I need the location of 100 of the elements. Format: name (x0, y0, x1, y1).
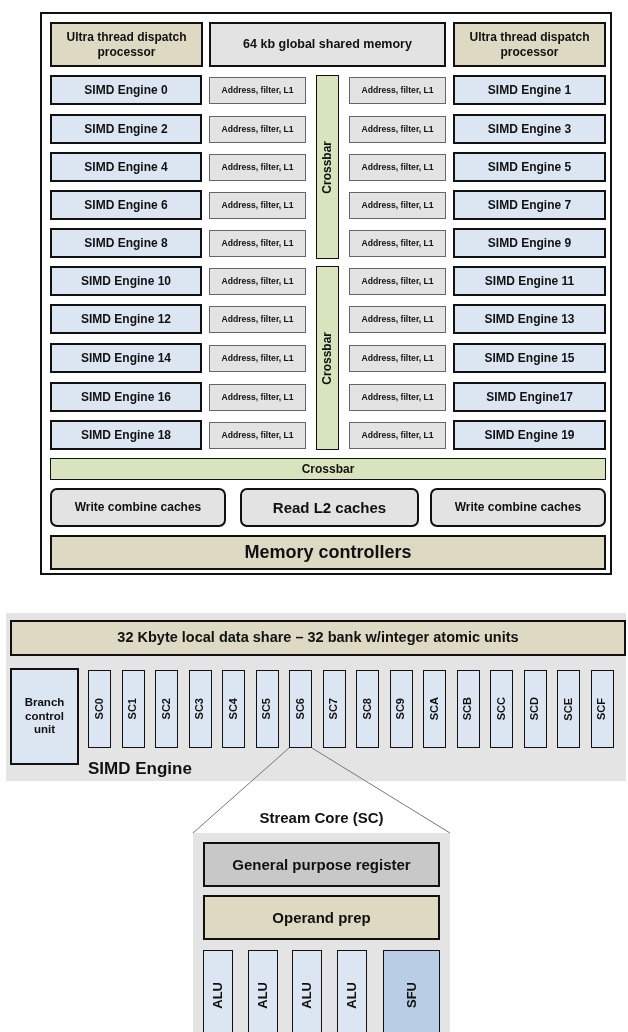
block-label: Address, filter, L1 (221, 162, 294, 173)
block-label: Ultra thread dispatch processor (65, 30, 188, 59)
address-filter-block (209, 77, 306, 104)
block-label: Address, filter, L1 (221, 392, 294, 403)
stream-core-block (490, 670, 513, 748)
address-filter-block (349, 154, 446, 181)
simd-engine-block (453, 304, 606, 334)
block-label: SCF (595, 698, 609, 720)
block-label: 32 Kbyte local data share – 32 bank w/integer atomic units (117, 629, 519, 647)
simd-engine-block (50, 190, 202, 220)
simd-engine-block (50, 75, 202, 105)
simd-engine-block (50, 343, 202, 373)
address-filter-block (349, 116, 446, 143)
address-filter-block (349, 306, 446, 333)
block-label: SC5 (260, 698, 274, 720)
block-label: SIMD Engine 8 (84, 235, 168, 251)
register-block (203, 842, 440, 887)
block-label: SIMD Engine 10 (81, 273, 171, 289)
block-label: SIMD Engine 1 (487, 82, 572, 98)
block-label: Address, filter, L1 (361, 200, 434, 211)
block-label: SC2 (159, 698, 173, 720)
block-label: SIMD Engine 18 (81, 427, 171, 443)
block-label: ALU (255, 981, 271, 1009)
block-label: Address, filter, L1 (221, 353, 294, 364)
block-label: Address, filter, L1 (361, 85, 434, 96)
block-label: SIMD Engine 0 (84, 82, 168, 98)
cache-block (50, 488, 226, 527)
stream-core-block (456, 670, 480, 748)
block-label: SIMD Engine 7 (487, 197, 572, 213)
block-label: SC0 (92, 698, 106, 720)
local-data-share-block (10, 620, 626, 656)
block-label: Address, filter, L1 (221, 314, 294, 325)
block-label: SIMD Engine 2 (84, 121, 168, 137)
panel-heading: SIMD Engine (88, 759, 192, 779)
block-label: Address, filter, L1 (361, 353, 434, 364)
zoom-line (192, 747, 290, 834)
block-label: Write combine caches (454, 500, 582, 515)
shared-memory-block (209, 22, 446, 67)
block-label: SC6 (293, 698, 307, 720)
block-label: Address, filter, L1 (221, 430, 294, 441)
block-label: Address, filter, L1 (221, 124, 294, 135)
block-label: 64 kb global shared memory (243, 37, 412, 52)
panel-heading: Stream Core (SC) (258, 809, 385, 826)
address-filter-block (209, 345, 306, 372)
stream-core-block (222, 670, 245, 748)
simd-engine-block (453, 343, 606, 373)
memory-controller-block (50, 535, 606, 570)
block-label: Address, filter, L1 (221, 200, 294, 211)
address-filter-block (209, 230, 306, 257)
address-filter-block (349, 268, 446, 295)
block-label: Address, filter, L1 (361, 392, 434, 403)
zoom-line (311, 747, 451, 834)
address-filter-block (349, 77, 446, 104)
block-label: Read L2 caches (272, 498, 387, 517)
block-label: SFU (403, 982, 420, 1008)
crossbar-bar (316, 266, 339, 450)
block-label: SCD (528, 697, 542, 721)
block-label: SIMD Engine 14 (81, 350, 171, 366)
block-label: SC1 (126, 698, 140, 720)
address-filter-block (209, 116, 306, 143)
simd-engine-block (50, 152, 202, 182)
block-label: SCB (461, 697, 475, 721)
stream-core-block (523, 670, 547, 748)
chip-outline (40, 12, 612, 575)
block-label: SIMD Engine 6 (84, 197, 168, 213)
simd-engine-block (50, 228, 202, 258)
stream-core-block (289, 670, 312, 748)
block-label: SC8 (360, 698, 374, 720)
stream-core-block (423, 670, 446, 748)
simd-engine-block (453, 228, 606, 258)
simd-engine-block (453, 190, 606, 220)
alu-block (337, 950, 367, 1032)
block-label: Address, filter, L1 (361, 430, 434, 441)
dispatch-processor-block (50, 22, 203, 67)
block-label: ALU (299, 981, 315, 1009)
address-filter-block (349, 345, 446, 372)
address-filter-block (349, 230, 446, 257)
block-label: Address, filter, L1 (361, 124, 434, 135)
simd-engine-block (50, 304, 202, 334)
block-label: SCA (427, 697, 441, 721)
cache-block (240, 488, 419, 527)
block-label: Branch control unit (23, 695, 66, 738)
block-label: Address, filter, L1 (221, 276, 294, 287)
stream-core-block (121, 670, 145, 748)
block-label: SC4 (226, 698, 240, 720)
simd-engine-block (50, 114, 202, 144)
block-label: SIMD Engine 12 (81, 311, 171, 327)
block-label: Crossbar (320, 140, 335, 194)
address-filter-block (209, 306, 306, 333)
simd-engine-block (453, 420, 606, 450)
simd-engine-block (453, 382, 606, 412)
crossbar-bar (316, 75, 339, 259)
dispatch-processor-block (453, 22, 606, 67)
block-label: SC7 (327, 698, 341, 720)
address-filter-block (349, 192, 446, 219)
block-label: SIMD Engine17 (486, 389, 573, 405)
block-label: Address, filter, L1 (361, 162, 434, 173)
block-label: Ultra thread dispatch processor (468, 30, 591, 59)
alu-block (248, 950, 278, 1032)
block-label: Crossbar (320, 331, 335, 385)
